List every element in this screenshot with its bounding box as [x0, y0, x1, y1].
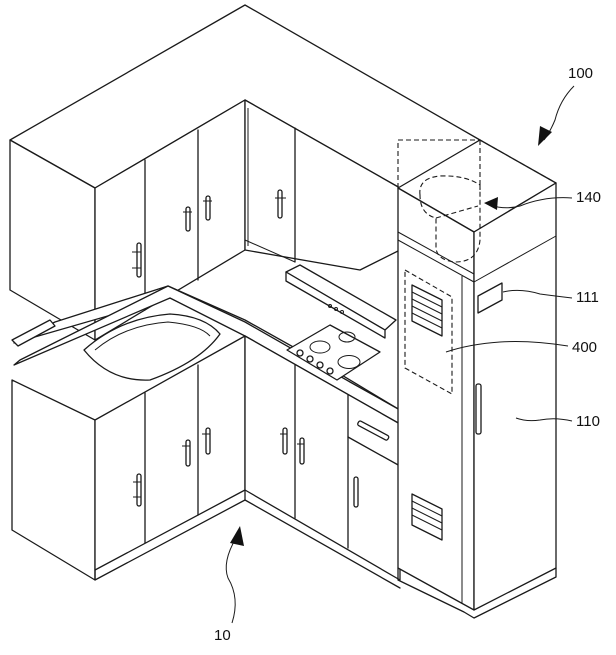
sink — [83, 313, 221, 381]
knob-icon — [296, 349, 334, 375]
hidden-duct-outline — [397, 139, 557, 263]
handle-icon — [133, 420, 390, 508]
vent-grille-icon — [411, 284, 443, 337]
countertop — [11, 285, 401, 425]
label-400: 400 — [572, 339, 597, 356]
label-110: 110 — [576, 413, 600, 430]
vent-grille-icon — [411, 493, 443, 541]
lower-cabinets — [11, 335, 401, 589]
label-100: 100 — [568, 65, 593, 82]
tall-cabinet — [397, 139, 557, 619]
handle-icon — [475, 383, 482, 435]
upper-cabinets — [9, 4, 481, 341]
reference-labels: 100 140 111 400 110 10 — [214, 65, 601, 644]
range-hood — [285, 264, 397, 339]
hidden-unit-outline — [404, 269, 453, 395]
label-140: 140 — [576, 189, 601, 206]
cooktop — [286, 324, 381, 381]
control-panel — [477, 282, 503, 314]
label-111: 111 — [576, 289, 599, 306]
handle-icon — [132, 189, 286, 278]
label-10: 10 — [214, 627, 231, 644]
